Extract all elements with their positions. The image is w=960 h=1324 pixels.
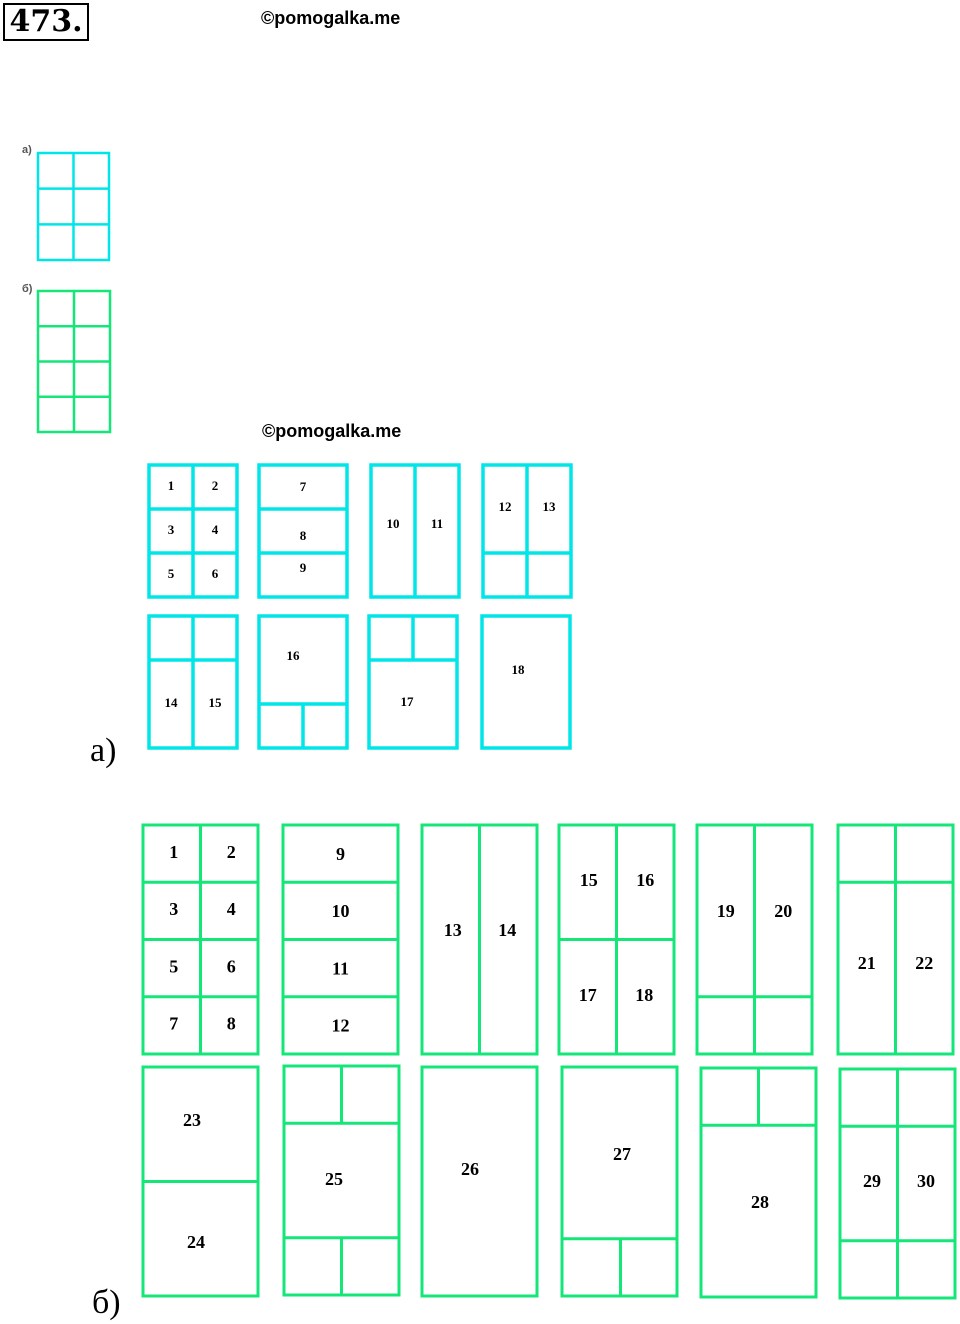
cell-label-9: 9	[336, 844, 345, 864]
cell-label-10: 10	[332, 901, 350, 921]
small-label-b: б)	[22, 283, 33, 295]
cell-label-30: 30	[917, 1171, 935, 1191]
cell-label-1: 1	[169, 842, 178, 862]
problem-number: 473.	[3, 3, 89, 41]
cell-label-28: 28	[751, 1192, 769, 1212]
cell-label-19: 19	[717, 901, 735, 921]
cell-label-17: 17	[401, 694, 415, 709]
cell-label-4: 4	[227, 899, 236, 919]
part-label-a: а)	[90, 732, 117, 769]
cell-label-12: 12	[499, 499, 512, 514]
cell-label-29: 29	[863, 1171, 881, 1191]
cell-label-3: 3	[169, 899, 178, 919]
a-rect-8	[480, 614, 572, 750]
cell-label-24: 24	[187, 1232, 205, 1252]
cell-label-13: 13	[444, 920, 462, 940]
cell-label-17: 17	[579, 985, 597, 1005]
cell-label-27: 27	[613, 1144, 631, 1164]
cell-label-7: 7	[169, 1014, 178, 1034]
cell-label-8: 8	[300, 528, 307, 543]
cell-label-23: 23	[183, 1110, 201, 1130]
cell-label-15: 15	[580, 870, 598, 890]
cell-label-14: 14	[498, 920, 516, 940]
cell-label-10: 10	[387, 516, 400, 531]
cell-label-5: 5	[169, 956, 178, 976]
cell-label-1: 1	[168, 478, 175, 493]
cell-label-8: 8	[227, 1014, 236, 1034]
cell-label-26: 26	[461, 1159, 479, 1179]
cell-label-20: 20	[774, 901, 792, 921]
cell-label-3: 3	[168, 522, 175, 537]
watermark-top: ©pomogalka.me	[261, 8, 401, 28]
watermark-middle: ©pomogalka.me	[262, 421, 402, 441]
b-rect-9	[420, 1065, 539, 1298]
a-rect-2	[257, 463, 349, 599]
cell-label-6: 6	[227, 956, 236, 976]
cell-label-25: 25	[325, 1169, 343, 1189]
cell-label-16: 16	[287, 648, 301, 663]
cell-label-7: 7	[300, 479, 307, 494]
cell-label-18: 18	[512, 662, 526, 677]
cell-label-12: 12	[332, 1016, 350, 1036]
cell-label-18: 18	[635, 985, 653, 1005]
cell-label-22: 22	[915, 953, 933, 973]
cell-label-15: 15	[209, 695, 223, 710]
cell-label-11: 11	[332, 958, 349, 978]
cell-label-21: 21	[858, 953, 876, 973]
cell-label-6: 6	[212, 566, 219, 581]
small-label-a: а)	[22, 144, 32, 156]
cell-label-2: 2	[212, 478, 219, 493]
part-label-b: б)	[92, 1284, 121, 1321]
cell-label-14: 14	[165, 695, 179, 710]
cell-label-4: 4	[212, 522, 219, 537]
cell-label-9: 9	[300, 560, 307, 575]
cell-label-11: 11	[431, 516, 443, 531]
cell-label-16: 16	[636, 870, 654, 890]
cell-label-13: 13	[543, 499, 557, 514]
cell-label-2: 2	[227, 842, 236, 862]
cell-label-5: 5	[168, 566, 175, 581]
